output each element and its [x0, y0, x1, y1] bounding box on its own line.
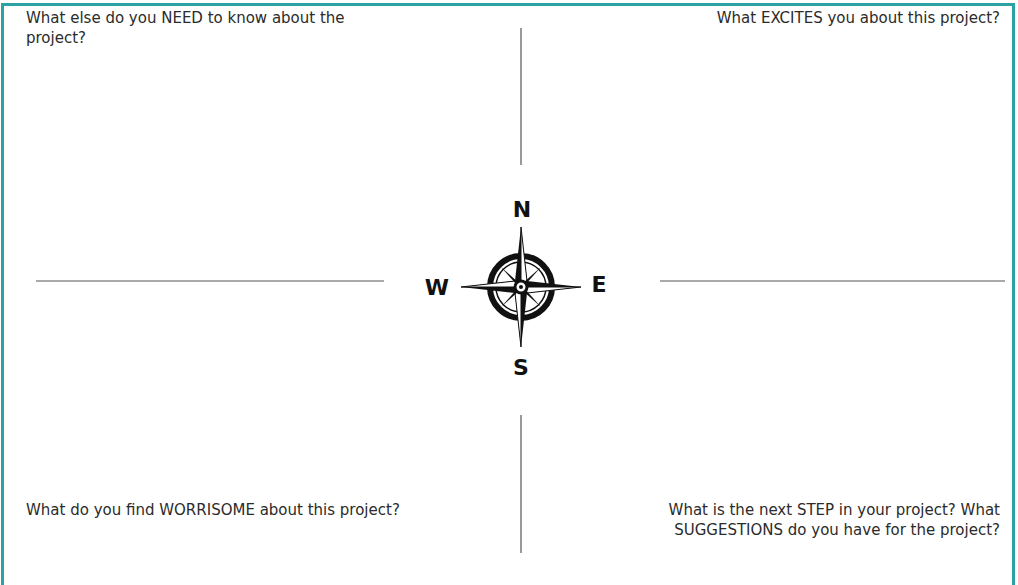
question-text: What else do you NEED to know about the …	[26, 8, 356, 48]
question-text: What do you find WORRISOME about this pr…	[26, 500, 426, 520]
divider	[36, 280, 384, 281]
question-text: What EXCITES you about this project?	[560, 8, 1000, 28]
frame	[3, 5, 1014, 585]
divider	[660, 280, 1005, 281]
compass-letter: N	[513, 198, 531, 222]
compass-letter: S	[513, 356, 529, 380]
divider	[520, 28, 521, 165]
compass-letter: W	[425, 276, 449, 300]
question-text: What is the next STEP in your project? W…	[560, 500, 1000, 540]
compass-rose	[461, 227, 581, 347]
divider	[520, 415, 521, 553]
compass-letter: E	[591, 273, 606, 297]
